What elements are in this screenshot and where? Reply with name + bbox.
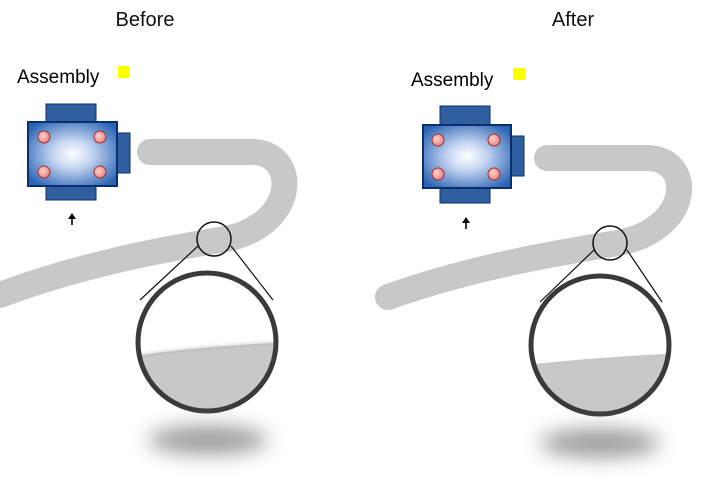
- after-assembly-label: Assembly: [411, 70, 494, 91]
- before-panel: Before Assembly: [0, 9, 298, 454]
- after-indicator-square: [513, 68, 525, 80]
- bolt: [487, 133, 501, 147]
- after-panel: After Assembly: [375, 9, 692, 457]
- up-arrow-icon: [68, 213, 76, 225]
- after-assembly-device: [422, 105, 525, 204]
- bolt: [487, 167, 501, 181]
- before-focus-circle: [196, 221, 232, 257]
- bolt: [431, 133, 445, 147]
- after-title: After: [552, 9, 595, 31]
- bolt: [37, 130, 51, 144]
- before-lens-shadow: [148, 426, 268, 454]
- before-track: [0, 139, 298, 308]
- before-assembly-label: Assembly: [17, 67, 100, 88]
- bolt: [93, 165, 107, 179]
- up-arrow-icon: [462, 217, 470, 229]
- before-title: Before: [116, 9, 175, 31]
- after-lens-ring: [528, 273, 672, 417]
- bolt: [37, 165, 51, 179]
- bolt: [431, 167, 445, 181]
- before-assembly-device: [27, 103, 131, 201]
- after-lens-shadow: [540, 429, 660, 457]
- after-track: [375, 145, 692, 310]
- before-lens-ring: [135, 270, 279, 414]
- bolt: [93, 130, 107, 144]
- before-indicator-square: [118, 66, 130, 78]
- after-focus-circle: [592, 225, 628, 261]
